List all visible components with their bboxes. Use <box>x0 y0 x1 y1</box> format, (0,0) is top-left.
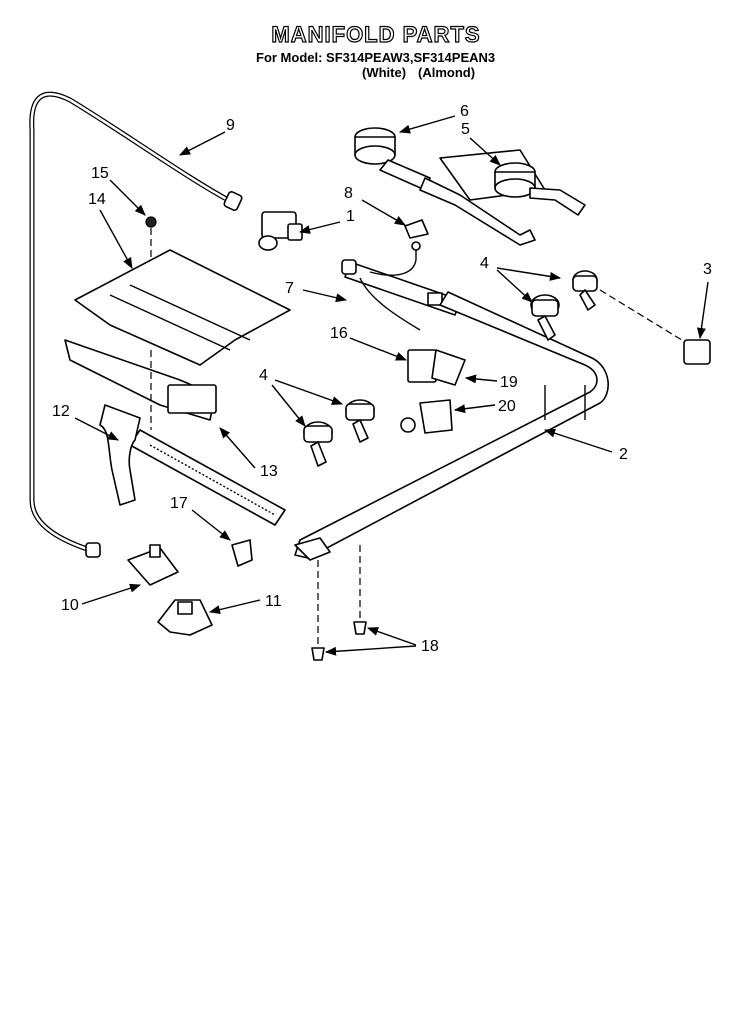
callout-15: 15 <box>91 165 146 216</box>
switch-part <box>400 349 466 434</box>
callout-6: 6 <box>398 103 469 134</box>
callout-label: 4 <box>259 367 268 384</box>
venturi-part <box>99 350 152 506</box>
bracket-part <box>157 599 213 636</box>
callout-12: 12 <box>52 403 119 441</box>
callout-label: 4 <box>480 255 489 272</box>
callout-label: 5 <box>461 121 470 138</box>
callout-3: 3 <box>696 261 712 340</box>
color-white-label: (White) <box>362 65 407 80</box>
bracket-part <box>599 289 711 365</box>
callout-label: 7 <box>285 280 294 297</box>
callout-19: 19 <box>464 374 518 391</box>
callout-label: 3 <box>703 261 712 278</box>
callout-5: 5 <box>461 121 501 166</box>
callout-label: 19 <box>500 374 518 391</box>
callout-label: 11 <box>265 593 282 610</box>
baffle-part <box>74 216 291 366</box>
screw-part <box>311 545 367 661</box>
callout-4-left: 4 <box>259 367 344 427</box>
callout-8: 8 <box>344 185 406 226</box>
clip-part <box>231 539 253 567</box>
callout-20: 20 <box>453 398 516 415</box>
callout-label: 20 <box>498 398 516 415</box>
manifold-tube-part <box>341 259 461 331</box>
callout-label: 2 <box>619 446 628 463</box>
callout-label: 6 <box>460 103 469 120</box>
oven-burner-part <box>64 339 286 526</box>
callout-label: 12 <box>52 403 70 420</box>
callout-17: 17 <box>170 495 231 541</box>
callout-10: 10 <box>61 583 142 614</box>
callout-label: 1 <box>346 208 355 225</box>
bracket-part <box>404 219 429 260</box>
callout-label: 15 <box>91 165 109 182</box>
base-part <box>127 544 179 586</box>
callout-label: 14 <box>88 191 106 208</box>
callout-11: 11 <box>208 593 282 615</box>
callout-label: 10 <box>61 597 79 614</box>
manifold-frame-part <box>294 291 609 561</box>
color-almond-label: (Almond) <box>418 65 476 80</box>
valve-part <box>258 211 303 251</box>
model-line: For Model: SF314PEAW3,SF314PEAN3 <box>256 50 496 65</box>
callout-7: 7 <box>285 280 348 303</box>
callout-18: 18 <box>324 627 439 656</box>
valve-part <box>303 399 375 467</box>
callout-16: 16 <box>330 325 408 361</box>
callout-label: 8 <box>344 185 353 202</box>
gas-tube-part <box>29 91 243 558</box>
callout-label: 9 <box>226 117 235 134</box>
callout-label: 17 <box>170 495 188 512</box>
callout-label: 18 <box>421 638 439 655</box>
callout-label: 13 <box>260 463 278 480</box>
burner-part <box>354 127 536 246</box>
burner-part <box>439 149 586 216</box>
callout-4-right: 4 <box>480 255 562 303</box>
callout-2: 2 <box>543 428 628 463</box>
callout-1: 1 <box>298 208 355 234</box>
callout-13: 13 <box>219 427 278 480</box>
callout-14: 14 <box>88 191 133 269</box>
callout-label: 16 <box>330 325 348 342</box>
callout-9: 9 <box>179 117 235 156</box>
valve-part <box>530 270 598 341</box>
page-title: MANIFOLD PARTS <box>271 21 481 47</box>
